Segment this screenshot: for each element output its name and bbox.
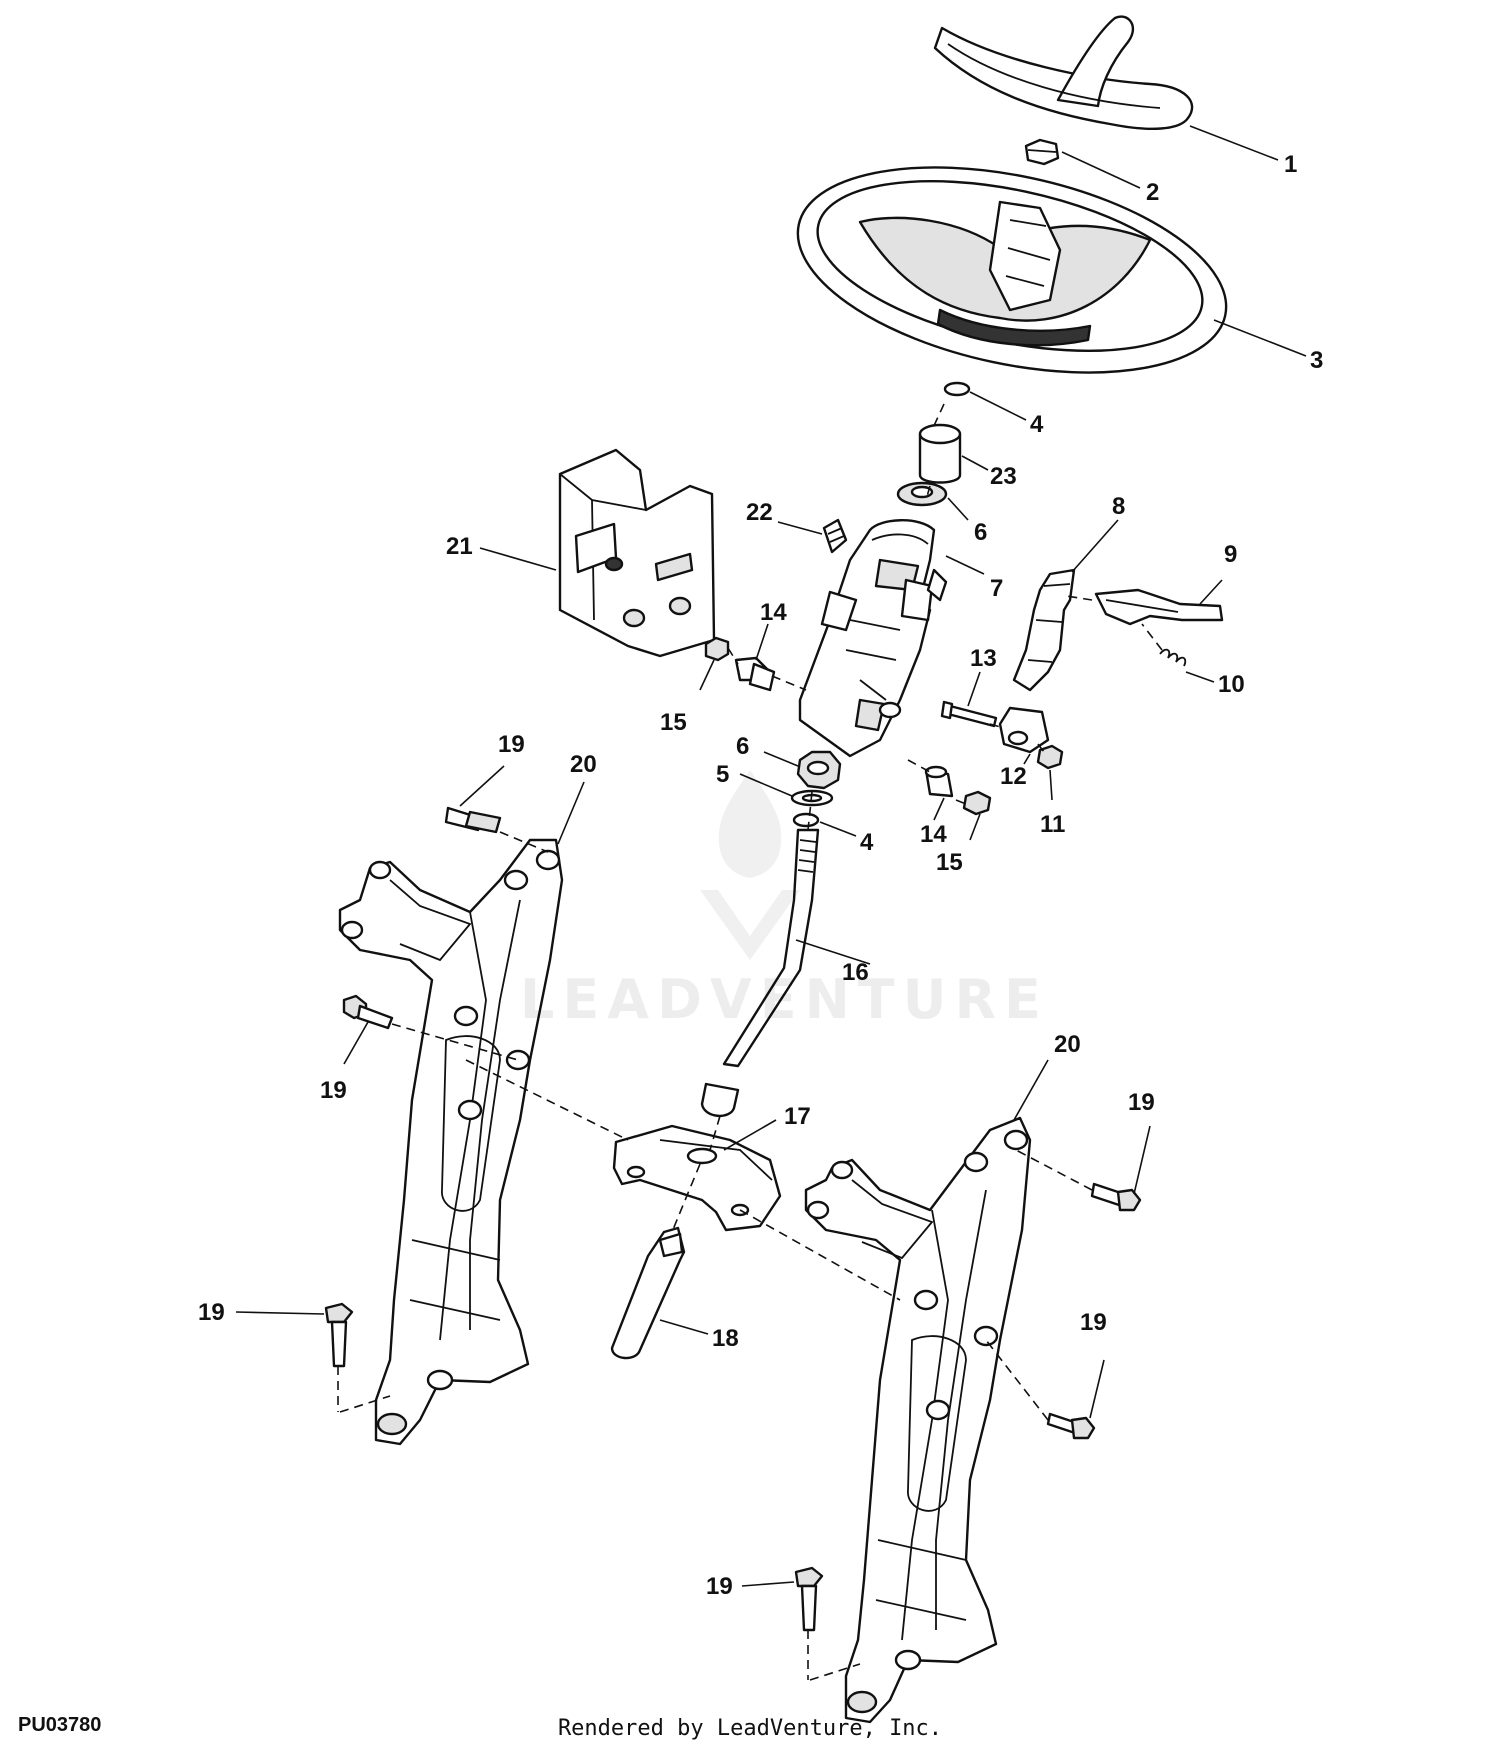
callout-2: 2 <box>1146 179 1159 206</box>
callout-5: 5 <box>716 761 729 788</box>
callout-19-d: 19 <box>198 1299 225 1326</box>
part-4-clip-upper <box>943 381 971 397</box>
part-15-nut-upper <box>704 636 730 662</box>
callout-22: 22 <box>746 499 773 526</box>
callout-9: 9 <box>1224 541 1237 568</box>
part-9-tilt-lever <box>1094 588 1224 626</box>
callout-6-upper: 6 <box>974 519 987 546</box>
callout-7: 7 <box>990 575 1003 602</box>
part-1-steering-cap <box>933 15 1194 130</box>
part-13-bolt <box>940 700 998 728</box>
part-22-spring-clip <box>822 518 848 554</box>
callout-11: 11 <box>1040 811 1065 838</box>
part-19-bolt-c <box>1090 1182 1142 1212</box>
part-18-lower-shaft <box>610 1226 686 1360</box>
callout-4-upper: 4 <box>1030 411 1044 438</box>
callout-16: 16 <box>842 959 869 986</box>
part-4-clip-lower <box>792 812 820 828</box>
leadventure-watermark-text: LEADVENTURE <box>520 968 1049 1031</box>
part-23-bushing <box>918 423 962 484</box>
part-19-bolt-d <box>324 1302 354 1368</box>
callout-8: 8 <box>1112 493 1125 520</box>
callout-19-e: 19 <box>1080 1309 1107 1336</box>
callout-17: 17 <box>784 1103 811 1130</box>
callout-15-upper: 15 <box>660 709 687 736</box>
part-19-bolt-b <box>342 994 394 1030</box>
part-14-pin-lower <box>924 765 954 798</box>
callout-20-left: 20 <box>570 751 597 778</box>
part-11-nut <box>1036 744 1064 770</box>
callout-18: 18 <box>712 1325 739 1352</box>
part-15-nut-lower <box>962 790 992 816</box>
part-8-lever-bracket <box>1012 568 1076 692</box>
leadventure-logo-watermark <box>700 770 800 960</box>
part-20-pedestal-right <box>804 1116 1032 1724</box>
leader-lines <box>235 125 1307 1587</box>
part-7-column-housing <box>798 519 948 758</box>
callout-19-a: 19 <box>498 731 525 758</box>
part-10-spring <box>1159 648 1187 667</box>
callout-19-f: 19 <box>706 1573 733 1600</box>
part-21-column-cover <box>558 448 716 658</box>
callout-23: 23 <box>990 463 1017 490</box>
callout-13: 13 <box>970 645 997 672</box>
callout-1: 1 <box>1284 151 1297 178</box>
callout-labels: 1 2 3 4 23 6 22 7 8 9 21 14 13 10 15 6 5… <box>198 151 1323 1600</box>
part-20-pedestal-left <box>338 838 564 1446</box>
callout-6-lower: 6 <box>736 733 749 760</box>
assembly-lines <box>337 403 1163 1681</box>
callout-20-right: 20 <box>1054 1031 1081 1058</box>
part-2-nut <box>1024 138 1060 166</box>
part-19-bolt-f <box>794 1566 824 1632</box>
callout-14-upper: 14 <box>760 599 787 626</box>
callout-19-c: 19 <box>1128 1089 1155 1116</box>
render-credit: Rendered by LeadVenture, Inc. <box>557 1716 943 1741</box>
part-16-steering-shaft <box>700 828 820 1117</box>
callout-21: 21 <box>446 533 473 560</box>
callout-15-lower: 15 <box>936 849 963 876</box>
part-3-steering-wheel <box>796 166 1228 374</box>
callout-14-lower: 14 <box>920 821 947 848</box>
part-6-bearing-lower <box>796 750 842 790</box>
callout-19-b: 19 <box>320 1077 347 1104</box>
part-19-bolt-a <box>444 806 502 834</box>
callout-12: 12 <box>1000 763 1027 790</box>
part-6-bearing-upper <box>896 481 948 507</box>
figure-code: PU03780 <box>18 1714 102 1736</box>
part-17-lower-bracket <box>612 1124 782 1232</box>
part-19-bolt-e <box>1046 1412 1096 1440</box>
part-12-cam-block <box>998 706 1050 754</box>
callout-4-lower: 4 <box>860 829 874 856</box>
part-14-pin-upper <box>734 656 776 692</box>
callout-3: 3 <box>1310 347 1323 374</box>
callout-10: 10 <box>1218 671 1245 698</box>
